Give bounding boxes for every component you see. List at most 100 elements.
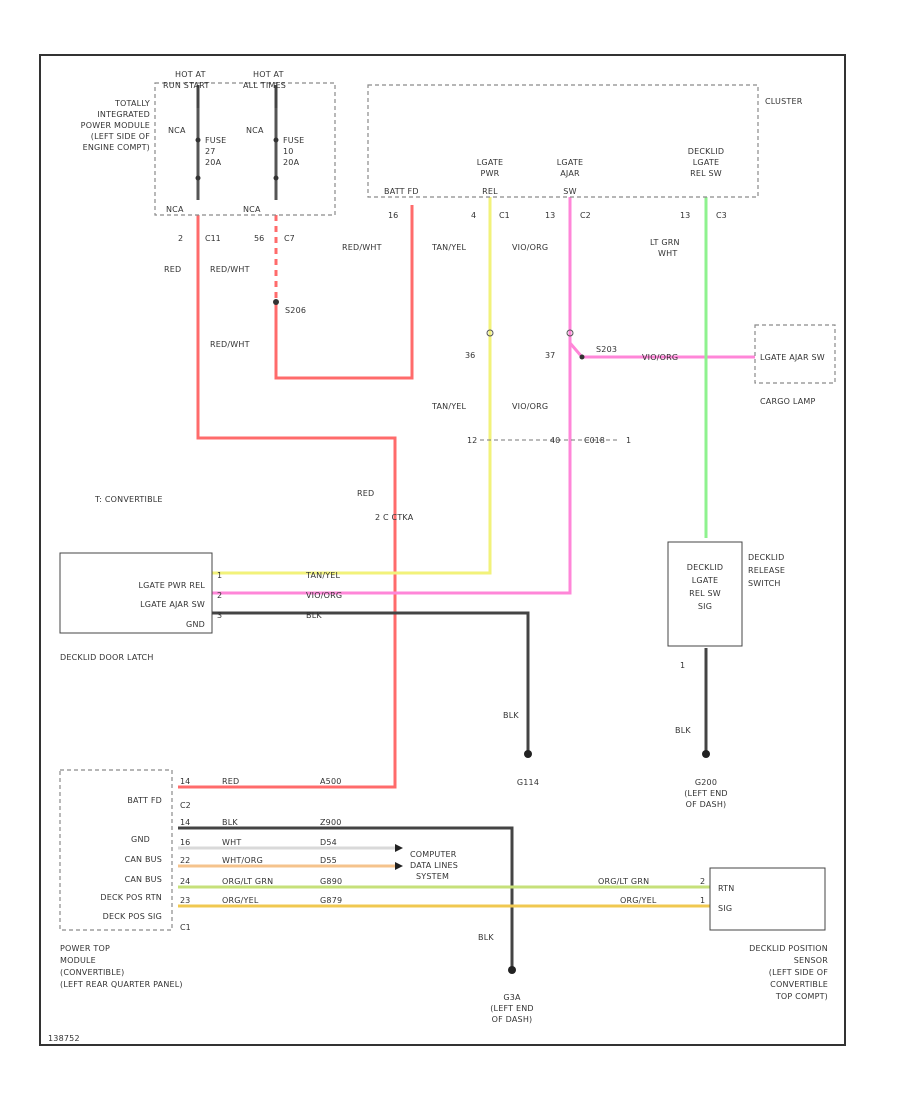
cluster-pin-13: 13 (545, 211, 555, 220)
switch-inside-1: LGATE (692, 576, 718, 585)
label-tan-yel-1: TAN/YEL (431, 243, 467, 252)
ptm-pin-4: DECK POS RTN (100, 893, 162, 902)
switch-label-2: SWITCH (748, 579, 781, 588)
cluster-pin-13b: 13 (680, 211, 690, 220)
label-org-ltgrn-code: G890 (320, 877, 342, 886)
tipm-nca-3: NCA (166, 205, 184, 214)
conn-37-label: 37 (545, 351, 555, 360)
ptm-num-2: 16 (180, 838, 190, 847)
release-switch-box (667, 541, 743, 647)
label-vio-org-1: VIO/ORG (512, 243, 548, 252)
tipm-label-3: (LEFT SIDE OF (91, 132, 150, 141)
tipm-hot-at-2b: ALL TIMES (243, 81, 286, 90)
label-red-wht-3: RED/WHT (342, 243, 382, 252)
cluster-c1: C1 (499, 211, 510, 220)
wire-blk-latch (212, 611, 530, 752)
ptm-c2: C2 (180, 801, 191, 810)
label-s203: S203 (596, 345, 617, 354)
cluster-c2: C2 (580, 211, 591, 220)
switch-label-0: DECKLID (748, 553, 784, 562)
tipm-label-4: ENGINE COMPT) (83, 143, 150, 152)
fuse-10-node-a (273, 137, 279, 143)
label-red-3: RED (222, 777, 239, 786)
ground-g3a-0: G3A (503, 993, 521, 1002)
latch-pin-0: LGATE PWR REL (139, 581, 206, 590)
ptm-c1: C1 (180, 923, 191, 932)
wire-red-wht-lower (274, 205, 414, 380)
ground-g114-icon (524, 750, 532, 758)
fuse-27-node-a (195, 137, 201, 143)
ground-g200-icon (702, 750, 710, 758)
tipm-pin-56: 56 (254, 234, 264, 243)
label-org-yel: ORG/YEL (222, 896, 259, 905)
cluster-lgate-ajar-1: LGATE (557, 158, 583, 167)
cluster-lgate-pwr-3: REL (482, 187, 498, 196)
conn-c018-label: C018 (584, 436, 605, 445)
label-red-wht-2: RED/WHT (210, 340, 250, 349)
cluster-pin-16: 16 (388, 211, 398, 220)
tipm-box (154, 82, 336, 216)
ptm-pin-1: GND (131, 835, 150, 844)
latch-num-1: 2 (217, 591, 222, 600)
sensor-label-4: TOP COMPT) (775, 992, 828, 1001)
switch-inside-0: DECKLID (687, 563, 723, 572)
ptm-num-0: 14 (180, 777, 190, 786)
ptm-pin-0: BATT FD (127, 796, 162, 805)
tipm-hot-at-2: HOT AT (253, 70, 284, 79)
sensor-num-1: 1 (700, 896, 705, 905)
conn-12-label: 12 (467, 436, 477, 445)
latch-pin-2: GND (186, 620, 205, 629)
sensor-label-1: SENSOR (794, 956, 828, 965)
cluster-pin-4: 4 (471, 211, 476, 220)
wire-tan-yel (212, 197, 492, 575)
switch-label-1: RELEASE (748, 566, 785, 575)
ptm-num-5: 23 (180, 896, 190, 905)
tipm-label-2: POWER MODULE (81, 121, 150, 130)
ground-g200-0: G200 (695, 778, 717, 787)
label-blk-5: BLK (478, 933, 494, 942)
tipm-nca-2: NCA (246, 126, 264, 135)
latch-pin-1: LGATE AJAR SW (140, 600, 205, 609)
label-wht-org: WHT/ORG (222, 856, 263, 865)
latch-num-2: 3 (217, 611, 222, 620)
power-top-box (59, 769, 173, 931)
cluster-box (367, 84, 759, 198)
computer-note-0: COMPUTER (410, 850, 457, 859)
fuse-27-l3: 20A (205, 158, 222, 167)
cluster-lgate-pwr-2: PWR (481, 169, 500, 178)
label-blk-4: BLK (222, 818, 238, 827)
wire-vio-org (212, 197, 572, 595)
label-wht: WHT (222, 838, 241, 847)
ground-g3a-1: (LEFT END (490, 1004, 534, 1013)
tipm-c11: C11 (205, 234, 221, 243)
label-vio-org-cargo: VIO/ORG (642, 353, 678, 362)
arrow-can-1-icon (395, 844, 403, 852)
cluster-c3: C3 (716, 211, 727, 220)
tipm-nca-1: NCA (168, 126, 186, 135)
conn-36-label: 36 (465, 351, 475, 360)
fuse-27-l2: 27 (205, 147, 216, 156)
decklid-latch-label: DECKLID DOOR LATCH (60, 653, 154, 662)
label-red-code: A500 (320, 777, 342, 786)
tipm-pin-2: 2 (178, 234, 183, 243)
cluster-lgate-pwr-1: LGATE (477, 158, 503, 167)
ground-g3a-icon (508, 966, 516, 974)
footer-code: 138752 (48, 1034, 80, 1043)
label-lt-grn-2: WHT (658, 249, 677, 258)
fuse-27-node-b (195, 175, 201, 181)
cluster-decklid-1: DECKLID (688, 147, 724, 156)
ground-g200-1: (LEFT END (684, 789, 728, 798)
switch-pin: 1 (680, 661, 685, 670)
label-wht-code: D54 (320, 838, 337, 847)
label-red-1: RED (164, 265, 181, 274)
ptm-pin-5: DECK POS SIG (103, 912, 162, 921)
ptm-num-4: 24 (180, 877, 190, 886)
label-s206: S206 (285, 306, 306, 315)
label-org-yel-code: G879 (320, 896, 342, 905)
label-blk-1: BLK (306, 611, 322, 620)
sensor-pin-1: SIG (718, 904, 732, 913)
computer-note-1: DATA LINES (410, 861, 458, 870)
label-c-cta: 2 C CTKA (375, 513, 414, 522)
label-vio-org-3: VIO/ORG (306, 591, 342, 600)
